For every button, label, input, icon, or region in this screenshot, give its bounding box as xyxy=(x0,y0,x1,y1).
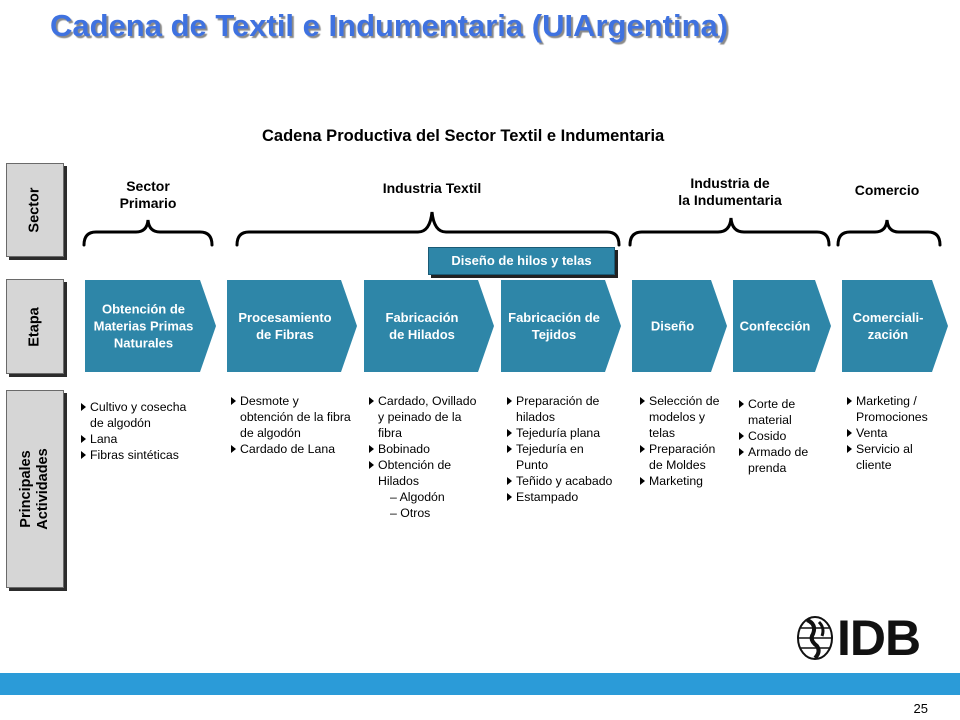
activity-item: – Algodón xyxy=(390,490,445,504)
activity-item: cliente xyxy=(856,458,892,472)
row-label-actividades: Principales Actividades xyxy=(6,390,64,588)
activity-item: Cardado de Lana xyxy=(230,441,351,457)
page-number: 25 xyxy=(913,701,928,716)
activity-item: Marketing xyxy=(639,473,719,489)
stage-comercializacion: Comerciali- zación xyxy=(842,280,948,372)
activity-item: obtención de la fibra xyxy=(240,410,351,424)
stage-fabricacion-hilados: Fabricación de Hilados xyxy=(364,280,494,372)
stage-diseno: Diseño xyxy=(632,280,727,372)
diagram-title: Cadena Productiva del Sector Textil e In… xyxy=(262,127,665,145)
activity-item: Punto xyxy=(516,458,549,472)
sector-label-primario: Sector Primario xyxy=(119,178,177,211)
brace-comercio xyxy=(836,219,942,247)
sector-label-industria-textil: Industria Textil xyxy=(382,180,482,196)
activity-item: material xyxy=(748,413,792,427)
activity-item: Promociones xyxy=(856,410,928,424)
activity-item: Preparación xyxy=(639,441,719,457)
activity-item: modelos y xyxy=(649,410,706,424)
row-label-etapa: Etapa xyxy=(6,279,64,374)
activity-item: Tejeduría plana xyxy=(506,425,612,441)
slide-title: Cadena de Textil e Indumentaria (UIArgen… xyxy=(50,8,729,43)
activity-item: Marketing / xyxy=(846,393,928,409)
activity-item: Lana xyxy=(80,431,186,447)
activity-item: Bobinado xyxy=(368,441,476,457)
globe-icon xyxy=(797,616,833,660)
activity-item: Cardado, Ovillado xyxy=(368,393,476,409)
activity-item: Cosido xyxy=(738,428,808,444)
activity-item: Preparación de xyxy=(506,393,612,409)
activity-item: hilados xyxy=(516,410,555,424)
activity-item: telas xyxy=(649,426,675,440)
idb-logo: IDB xyxy=(795,610,930,666)
activity-item: Corte de xyxy=(738,396,808,412)
activity-item: Fibras sintéticas xyxy=(80,447,186,463)
sector-label-comercio: Comercio xyxy=(854,182,920,198)
stage-fabricacion-tejidos: Fabricación de Tejidos xyxy=(501,280,621,372)
footer-bar xyxy=(0,673,960,695)
activity-item: Estampado xyxy=(506,489,612,505)
activity-item: Desmote y xyxy=(230,393,351,409)
activity-item: Hilados xyxy=(378,474,420,488)
activity-item: de algodón xyxy=(240,426,301,440)
activity-item: fibra xyxy=(378,426,402,440)
design-box: Diseño de hilos y telas xyxy=(428,247,615,275)
stage-confeccion: Confección xyxy=(733,280,831,372)
activity-item: Selección de xyxy=(639,393,719,409)
stage-procesamiento-fibras: Procesamiento de Fibras xyxy=(227,280,357,372)
stage-materias-primas: Obtención de Materias Primas Naturales xyxy=(85,280,216,372)
activity-item: Armado de xyxy=(738,444,808,460)
activity-item: Cultivo y cosecha xyxy=(80,399,186,415)
activity-item: prenda xyxy=(748,461,787,475)
activity-item: Venta xyxy=(846,425,928,441)
activity-item: Servicio al xyxy=(846,441,928,457)
logo-text: IDB xyxy=(837,610,921,666)
brace-indumentaria xyxy=(628,217,831,247)
activity-item: Teñido y acabado xyxy=(506,473,612,489)
brace-industria-textil xyxy=(235,211,621,247)
activity-item: Tejeduría en xyxy=(506,441,612,457)
activity-item: y peinado de la xyxy=(378,410,462,424)
activity-item: de algodón xyxy=(90,416,151,430)
activity-item: Obtención de xyxy=(368,457,476,473)
activity-item: – Otros xyxy=(390,506,431,520)
sector-label-indumentaria: Industria de la Indumentaria xyxy=(678,175,782,208)
row-label-sector: Sector xyxy=(6,163,64,257)
brace-sector-primario xyxy=(82,219,214,247)
activity-item: de Moldes xyxy=(649,458,706,472)
